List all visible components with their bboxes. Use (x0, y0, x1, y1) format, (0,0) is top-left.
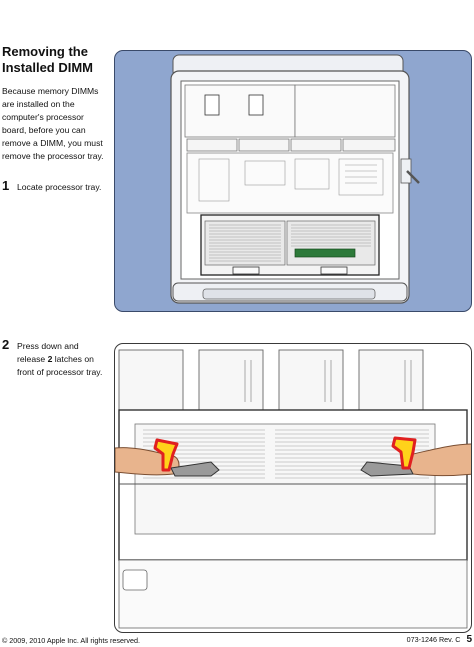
pci-slot-bar (186, 138, 238, 152)
intro-line: computer's processor (2, 112, 84, 122)
step-text: Press down and (17, 341, 79, 351)
page-number: 5 (466, 634, 472, 645)
intro-line: Because memory DIMMs (2, 86, 99, 96)
step-text-part: latches on (52, 354, 94, 364)
left-arrow (153, 438, 179, 472)
footer-right: 073-1246 Rev. C 5 (407, 634, 472, 645)
card-slot (118, 349, 184, 411)
foot-handle (202, 288, 376, 300)
mac-pro-illustration (170, 54, 420, 304)
latch-closeup-illustration (115, 349, 471, 629)
drive-bay-area (294, 84, 396, 138)
card-slot (358, 349, 424, 411)
drive-slot (204, 94, 220, 116)
document-id: 073-1246 Rev. C (406, 635, 461, 644)
pci-slot-bar (290, 138, 342, 152)
pci-slot-bar (342, 138, 396, 152)
section-title-line: Installed DIMM (2, 60, 94, 75)
card-slot (278, 349, 344, 411)
drive-bay-area (184, 84, 296, 138)
step-text-bold: 2 (47, 354, 53, 364)
step-number: 2 (2, 337, 10, 352)
drive-slot (248, 94, 264, 116)
step-text: release 2 latches on (17, 353, 112, 366)
tray-latch (320, 266, 348, 275)
footer-copyright: © 2009, 2010 Apple Inc. All rights reser… (2, 636, 140, 645)
intro-line: remove the processor tray. (2, 151, 104, 161)
dimm-module (294, 248, 356, 258)
side-latch-tab (406, 170, 420, 184)
figure-press-latches (114, 343, 472, 633)
figure-processor-tray-location (114, 50, 472, 312)
step-number: 1 (2, 178, 10, 193)
case-bottom (118, 559, 468, 629)
right-arrow (391, 436, 417, 470)
section-title-line: Removing the (2, 44, 88, 59)
card-slot (198, 349, 264, 411)
intro-line: are installed on the (2, 99, 75, 109)
step-text: front of processor tray. (17, 367, 103, 377)
intro-line: remove a DIMM, you must (2, 138, 103, 148)
intro-paragraph: Because memory DIMMs are installed on th… (2, 85, 110, 163)
section-title: Removing the Installed DIMM (2, 44, 110, 76)
tray-inner (134, 423, 436, 535)
bottom-vent (122, 569, 148, 591)
tray-latch (232, 266, 260, 275)
side-latch (400, 158, 412, 184)
pci-slot-bar (238, 138, 290, 152)
intro-line: board, before you can (2, 125, 86, 135)
step-text: Locate processor tray. (17, 182, 102, 192)
step-text-part: release (17, 354, 48, 364)
left-latch (170, 461, 220, 477)
